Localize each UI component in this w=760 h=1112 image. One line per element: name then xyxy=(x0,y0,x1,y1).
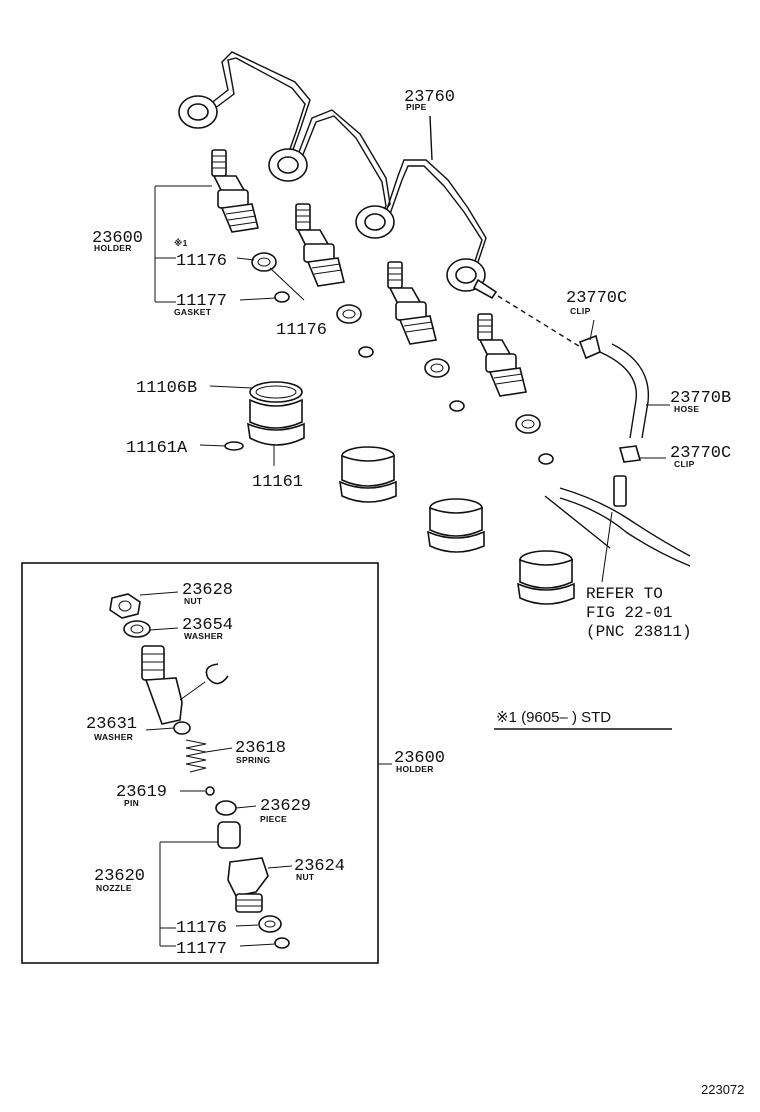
label-mark1: ※1 xyxy=(174,238,188,248)
label-23654: 23654 xyxy=(182,616,233,635)
label-23770c-top: 23770C xyxy=(566,289,627,308)
label-23770b: 23770B xyxy=(670,389,731,408)
label-11176-inset: 11176 xyxy=(176,919,227,938)
label-23620: 23620 xyxy=(94,867,145,886)
label-23600: 23600 xyxy=(92,229,143,248)
label-23618-sub: SPRING xyxy=(236,755,270,765)
nozzle-holder-3 xyxy=(387,261,437,345)
label-11176-a: 11176 xyxy=(176,252,227,271)
label-11177-a: 11177 xyxy=(176,292,227,311)
main-labels: 23760 PIPE 23600 HOLDER ※1 11176 11177 G… xyxy=(92,88,744,1097)
label-23628-sub: NUT xyxy=(184,596,203,606)
label-11106b: 11106B xyxy=(136,379,197,398)
gaskets xyxy=(251,252,554,465)
label-23600-inset-sub: HOLDER xyxy=(396,764,434,774)
label-11177-inset: 11177 xyxy=(176,940,227,959)
label-23629: 23629 xyxy=(260,797,311,816)
label-23770b-sub: HOSE xyxy=(674,404,699,414)
label-11177-a-sub: GASKET xyxy=(174,307,212,317)
label-23770c-top-sub: CLIP xyxy=(570,306,591,316)
nozzle-holder-1 xyxy=(211,149,259,233)
refer-line-1: REFER TO xyxy=(586,585,663,603)
label-23631: 23631 xyxy=(86,715,137,734)
nozzle-seals xyxy=(224,381,575,605)
label-23760-sub: PIPE xyxy=(406,102,427,112)
nozzle-holder-2 xyxy=(295,203,345,287)
label-23624: 23624 xyxy=(294,857,345,876)
leaders xyxy=(154,185,670,583)
label-23619-sub: PIN xyxy=(124,798,139,808)
label-23760: 23760 xyxy=(404,88,455,107)
nozzle-holder-4 xyxy=(477,313,527,397)
label-23654-sub: WASHER xyxy=(184,631,223,641)
label-23631-sub: WASHER xyxy=(94,732,133,742)
label-23624-sub: NUT xyxy=(296,872,315,882)
label-23619: 23619 xyxy=(116,783,167,802)
label-23770c-bottom: 23770C xyxy=(670,444,731,463)
label-23628: 23628 xyxy=(182,581,233,600)
label-23618: 23618 xyxy=(235,739,286,758)
label-23600-sub: HOLDER xyxy=(94,243,132,253)
label-11161: 11161 xyxy=(252,473,303,492)
refer-line-3: (PNC 23811) xyxy=(586,623,692,641)
label-11176-b: 11176 xyxy=(276,321,327,340)
label-23620-sub: NOZZLE xyxy=(96,883,132,893)
label-11161a: 11161A xyxy=(126,439,188,458)
applicability-note: ※1 (9605– ) STD xyxy=(496,709,611,726)
figure-number: 223072 xyxy=(701,1082,744,1097)
leakoff-hose xyxy=(544,334,691,567)
label-23770c-bottom-sub: CLIP xyxy=(674,459,695,469)
holder-breakdown-inset: 23628 NUT 23654 WASHER 23631 WASHER 2361… xyxy=(21,562,445,964)
label-23600-inset: 23600 xyxy=(394,749,445,768)
refer-line-2: FIG 22-01 xyxy=(586,604,672,622)
injection-pipes xyxy=(178,51,583,349)
label-23629-sub: PIECE xyxy=(260,814,287,824)
